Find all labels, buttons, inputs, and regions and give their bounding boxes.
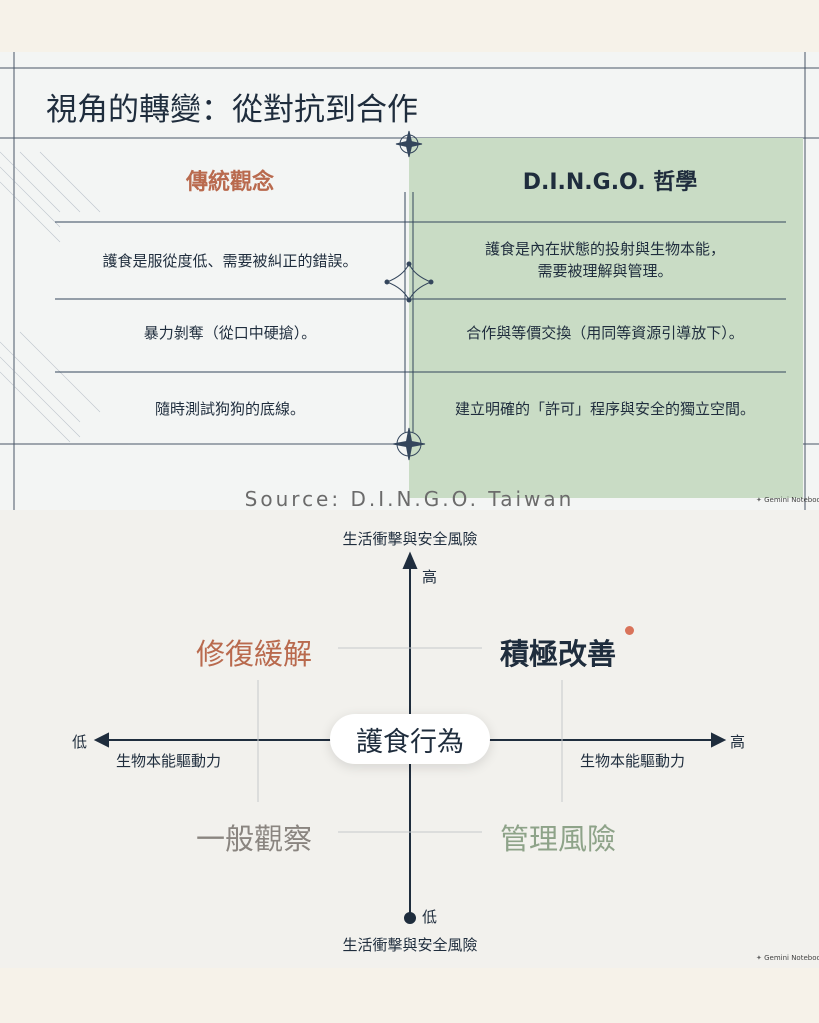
table-rules [55, 130, 786, 461]
source-caption: Source: D.I.N.G.O. Taiwan [244, 487, 575, 511]
x-axis-low: 低 [72, 733, 88, 751]
dingo-row-1-line-2: 需要被理解與管理。 [537, 262, 673, 280]
quadrant-top-right: 積極改善 [500, 637, 617, 671]
dingo-row-2: 合作與等價交換（用同等資源引導放下）。 [466, 324, 744, 342]
comparison-slide: 視角的轉變：從對抗到合作 傳統觀念 D.I.N.G.O. 哲學 護食是服從度低、… [0, 52, 819, 510]
x-axis-high: 高 [730, 733, 746, 751]
traditional-heading: 傳統觀念 [185, 170, 274, 195]
y-axis-title-top: 生活衝擊與安全風險 [342, 530, 478, 548]
dingo-heading: D.I.N.G.O. 哲學 [522, 170, 698, 195]
y-axis-title-bottom: 生活衝擊與安全風險 [342, 936, 478, 954]
y-axis-high: 高 [422, 568, 438, 586]
y-axis-low: 低 [422, 908, 438, 926]
quadrant-bottom-right: 管理風險 [500, 822, 617, 856]
traditional-row-1: 護食是服從度低、需要被糾正的錯誤。 [102, 252, 358, 270]
x-axis-title-left: 生物本能驅動力 [116, 752, 222, 770]
dingo-row-3: 建立明確的「許可」程序與安全的獨立空間。 [454, 400, 755, 418]
dingo-row-1: 護食是內在狀態的投射與生物本能， 需要被理解與管理。 [420, 238, 790, 282]
center-label: 護食行為 [330, 714, 490, 764]
notebook-badge: Gemini Notebook [756, 496, 819, 504]
traditional-row-3: 隨時測試狗狗的底線。 [154, 400, 305, 418]
traditional-row-2: 暴力剝奪（從口中硬搶）。 [143, 324, 317, 342]
quadrant-top-left: 修復緩解 [196, 637, 313, 671]
x-axis-title-right: 生物本能驅動力 [580, 752, 686, 770]
dingo-column-background [409, 138, 803, 498]
notebook-badge-2: Gemini Notebook [756, 954, 819, 962]
quadrant-slide: 生活衝擊與安全風險 高 低 生活衝擊與安全風險 低 高 生物本能驅動力 生物本能… [0, 510, 819, 968]
quadrant-bottom-left: 一般觀察 [196, 822, 313, 856]
highlight-dot [625, 626, 634, 635]
dingo-row-1-line-1: 護食是內在狀態的投射與生物本能， [484, 240, 725, 258]
page-title: 視角的轉變：從對抗到合作 [46, 92, 418, 128]
